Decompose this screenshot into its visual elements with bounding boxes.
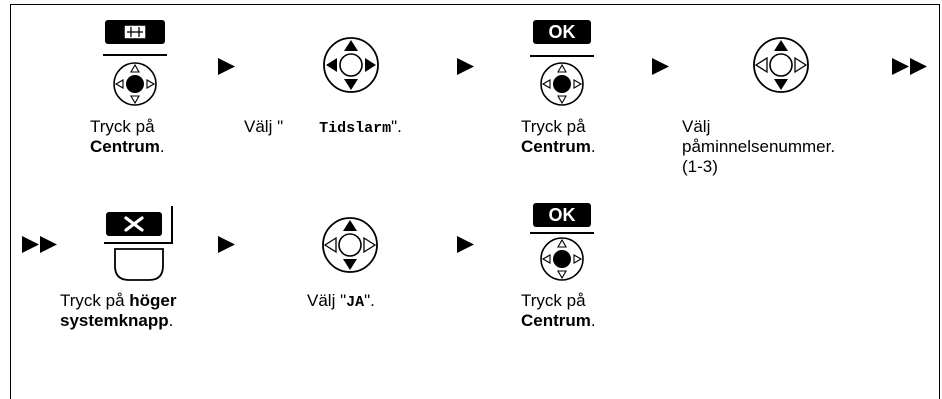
step6-label: Välj "JA". xyxy=(307,291,375,311)
navigator-updown-icon xyxy=(323,37,379,93)
double-triangle-right-icon xyxy=(892,58,927,75)
center-menu-button-icon xyxy=(103,20,167,106)
step3-label: Tryck på Centrum. xyxy=(521,117,596,156)
ok-button: OK xyxy=(533,20,591,44)
step1-label: Tryck på Centrum. xyxy=(90,117,165,156)
double-triangle-right-icon xyxy=(22,236,57,253)
navigator-updown-icon xyxy=(753,37,809,93)
diagram-frame xyxy=(10,4,940,399)
step5-label: Tryck på höger systemknapp. xyxy=(60,291,177,330)
navigator-updown-icon xyxy=(322,217,378,273)
x-close-icon xyxy=(104,206,173,281)
step4-label: Välj påminnelsenummer. (1-3) xyxy=(682,117,836,176)
triangle-right-icon xyxy=(457,236,474,253)
triangle-right-icon xyxy=(218,58,235,75)
navigator-center-icon xyxy=(530,232,594,281)
navigator-center-icon xyxy=(530,55,594,106)
triangle-right-icon xyxy=(457,58,474,75)
step2-label: Välj "Tidslarm". xyxy=(244,117,402,137)
ok-button: OK xyxy=(533,203,591,227)
triangle-right-icon xyxy=(218,236,235,253)
triangle-right-icon xyxy=(652,58,669,75)
step7-label: Tryck på Centrum. xyxy=(521,291,596,330)
